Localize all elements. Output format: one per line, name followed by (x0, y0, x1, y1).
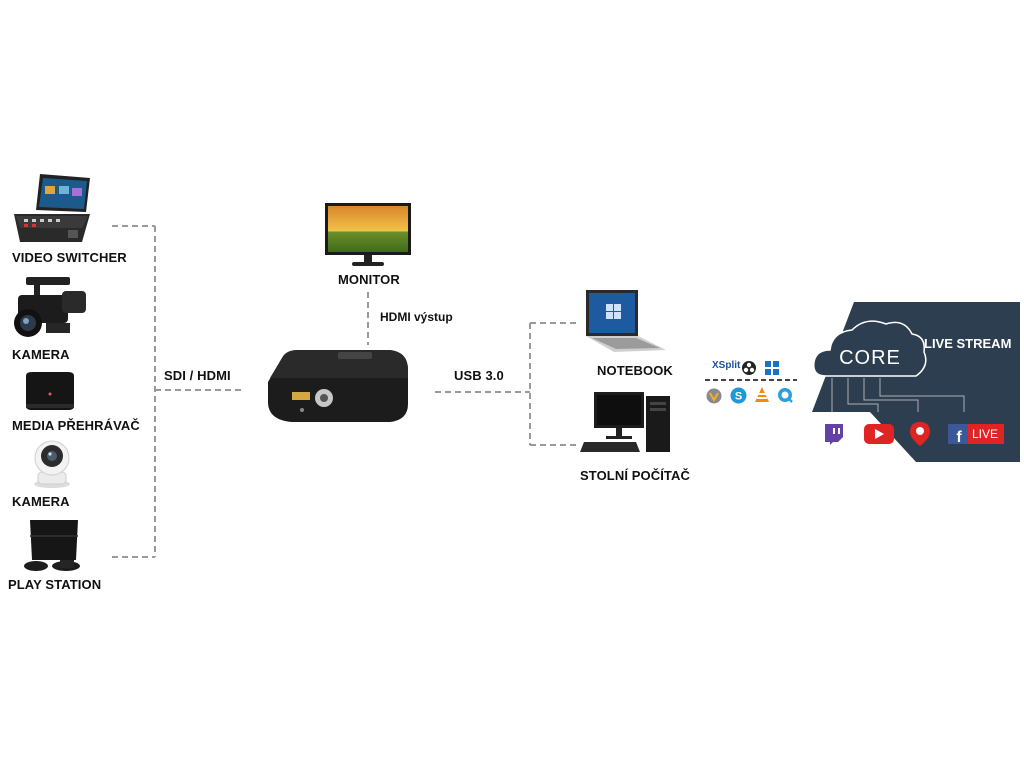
play-station-device (20, 516, 92, 579)
vlc-icon (755, 387, 769, 402)
core-brand: CORE (839, 347, 901, 369)
monitor-label: MONITOR (338, 272, 400, 287)
usb-connection-label: USB 3.0 (454, 368, 504, 383)
desktop-label: STOLNÍ POČÍTAČ (580, 468, 690, 483)
game-console-icon (24, 520, 80, 571)
svg-text:S: S (735, 391, 742, 403)
monitor-device (324, 202, 412, 273)
camera-1-label: KAMERA (12, 347, 70, 362)
desktop-computer-icon (580, 392, 670, 452)
capture-device (262, 348, 412, 433)
camera-1-device (12, 275, 90, 348)
video-switcher-device (12, 172, 94, 255)
live-stream-panel: CORE f LIVE STREAM LIVE (808, 300, 1022, 465)
video-switcher-label: VIDEO SWITCHER (12, 250, 127, 265)
camera-2-label: KAMERA (12, 494, 70, 509)
play-station-label: PLAY STATION (8, 577, 102, 592)
capture-card-icon (268, 350, 408, 422)
windows-icon (765, 361, 779, 375)
media-player-device (22, 370, 78, 419)
svg-text:f: f (956, 429, 962, 446)
notebook-device (578, 288, 670, 365)
quicktime-icon (778, 388, 793, 403)
pro-camera-icon (14, 277, 86, 337)
cloud-icon (813, 320, 927, 377)
media-player-label: MEDIA PŘEHRÁVAČ (12, 418, 140, 433)
dome-camera-icon (34, 440, 70, 488)
facebook-live-label: LIVE (972, 427, 999, 441)
camera-2-device (30, 438, 74, 495)
vmix-icon (706, 388, 722, 404)
facebook-live-badge (968, 424, 1004, 444)
monitor-icon (325, 203, 411, 266)
input-connection-label: SDI / HDMI (164, 368, 231, 383)
platform-connectors (831, 378, 965, 412)
laptop-icon (586, 290, 666, 352)
skype-icon: S (730, 387, 747, 404)
facebook-icon (948, 424, 968, 444)
video-switcher-icon (14, 174, 90, 242)
hdmi-output-label: HDMI výstup (380, 310, 453, 324)
notebook-label: NOTEBOOK (597, 363, 673, 378)
live-stream-title: LIVE STREAM (924, 336, 1012, 351)
xsplit-icon: XSplit (712, 360, 740, 371)
obs-icon (742, 361, 756, 375)
live-stream-graphic: CORE f (812, 302, 1020, 462)
desktop-device (580, 390, 682, 465)
xsplit-text: XSplit (712, 360, 741, 371)
media-player-icon (26, 372, 74, 410)
